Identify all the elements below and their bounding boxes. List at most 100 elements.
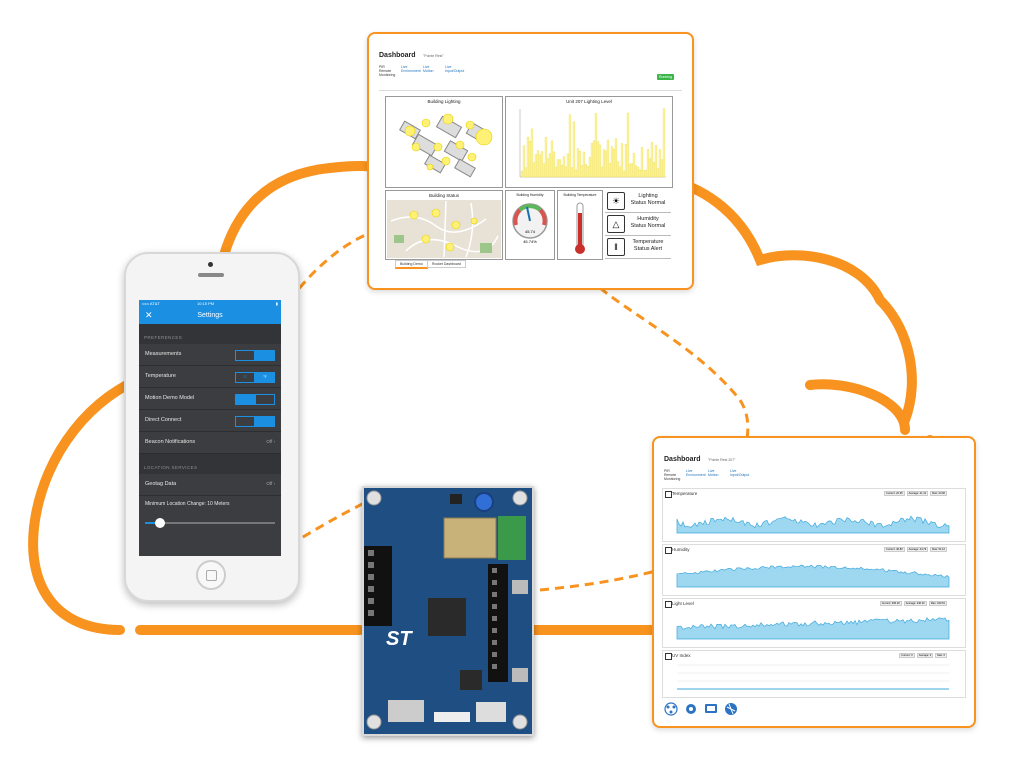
lighting-bar bbox=[544, 137, 548, 178]
device-icon[interactable] bbox=[704, 702, 718, 716]
temperature-panel: Building Temperature bbox=[557, 190, 603, 260]
nav-link[interactable]: PIR Remote Monitoring bbox=[379, 65, 396, 77]
segment-option[interactable] bbox=[235, 394, 255, 405]
nav-link[interactable]: PIR Remote Monitoring bbox=[664, 469, 681, 481]
current-button[interactable]: Current: 266.20 bbox=[879, 601, 902, 606]
chart-title: UV Index bbox=[672, 653, 691, 658]
lighting-bar bbox=[522, 145, 526, 178]
lighting-bar bbox=[654, 145, 658, 178]
lighting-bar bbox=[596, 141, 600, 178]
segment-option[interactable] bbox=[255, 350, 275, 361]
measurements-row: Measurements bbox=[139, 344, 281, 366]
geotag-row[interactable]: Geotag Data Off › bbox=[139, 474, 281, 496]
slider-knob[interactable] bbox=[155, 518, 165, 528]
lighting-bar bbox=[560, 164, 564, 178]
lighting-bar bbox=[554, 166, 558, 178]
direct-connect-row: Direct Connect bbox=[139, 410, 281, 432]
water-drop-icon: △ bbox=[607, 215, 625, 233]
row-label: Minimum Location Change: 10 Meters bbox=[145, 501, 230, 507]
max-button[interactable]: Max: 0 bbox=[935, 653, 947, 658]
lighting-bar bbox=[570, 167, 574, 178]
lighting-bar bbox=[642, 170, 646, 178]
lighting-bar bbox=[528, 140, 532, 178]
lighting-bar bbox=[632, 152, 636, 178]
nav-link[interactable]: Live Input/Output bbox=[445, 65, 465, 73]
average-button[interactable]: Average: 21.41 bbox=[906, 491, 929, 496]
building-floorplan bbox=[399, 113, 493, 178]
chevron-right-icon: › bbox=[273, 481, 276, 486]
panel-title: Building Humidity bbox=[516, 193, 544, 197]
nav-link[interactable]: Live Motion bbox=[423, 65, 434, 73]
max-button[interactable]: Max: 340.51 bbox=[928, 601, 947, 606]
status-label: Lighting bbox=[638, 193, 658, 199]
tab-building-demo[interactable]: Building Demo bbox=[395, 260, 428, 269]
nav-link[interactable]: Live Motion bbox=[708, 469, 719, 477]
current-button[interactable]: Current: 0 bbox=[899, 653, 915, 658]
average-button[interactable]: Average: 240.01 bbox=[903, 601, 927, 606]
segment-option[interactable] bbox=[255, 416, 275, 427]
row-label: Motion Demo Model bbox=[145, 395, 195, 401]
segment-option[interactable] bbox=[255, 394, 275, 405]
average-button[interactable]: Average: 44.79 bbox=[906, 547, 929, 552]
lighting-bar bbox=[616, 161, 620, 178]
st-logo: ST bbox=[386, 628, 412, 650]
row-label: Direct Connect bbox=[145, 417, 182, 423]
lighting-bar bbox=[614, 138, 618, 178]
close-icon[interactable]: ✕ bbox=[145, 310, 153, 320]
segment-option[interactable] bbox=[235, 416, 255, 427]
panel-title: Building Lighting bbox=[427, 99, 461, 104]
lighting-bar bbox=[566, 153, 570, 178]
current-button[interactable]: Current: 22.35 bbox=[884, 491, 905, 496]
building-lighting-panel: Building Lighting bbox=[385, 96, 503, 188]
motion-demo-toggle[interactable] bbox=[235, 394, 275, 405]
section-title: PREFERENCES bbox=[144, 335, 183, 340]
lighting-bar bbox=[590, 143, 594, 178]
lighting-bar bbox=[608, 162, 612, 178]
lighting-bar bbox=[662, 108, 666, 178]
lighting-bar bbox=[636, 166, 640, 178]
lighting-bar bbox=[584, 163, 588, 178]
lighting-bar bbox=[626, 112, 630, 178]
chart-title: Humidity bbox=[672, 547, 690, 552]
nav-link[interactable]: Live Environment bbox=[401, 65, 421, 73]
lighting-bar bbox=[644, 169, 648, 178]
lighting-bar bbox=[620, 143, 624, 178]
segment-option[interactable] bbox=[235, 350, 255, 361]
network-icon[interactable] bbox=[664, 702, 678, 716]
gear-icon[interactable] bbox=[684, 702, 698, 716]
dashboard-nav: PIR Remote Monitoring Live Environment L… bbox=[379, 65, 465, 77]
lighting-bar bbox=[656, 168, 660, 178]
max-button[interactable]: Max: 51.12 bbox=[930, 547, 947, 552]
average-button[interactable]: Average: 0 bbox=[916, 653, 934, 658]
page-title: Dashboard bbox=[664, 456, 701, 463]
home-button[interactable] bbox=[196, 560, 226, 590]
measurements-toggle[interactable] bbox=[235, 350, 275, 361]
tab-rocket-dashboard[interactable]: Rocket Dashboard bbox=[427, 260, 466, 268]
humidity-percent: 45.74% bbox=[523, 239, 537, 244]
panel-title: Building Temperature bbox=[563, 193, 597, 197]
direct-connect-toggle[interactable] bbox=[235, 416, 275, 427]
speaker bbox=[198, 273, 224, 277]
lighting-bar bbox=[604, 150, 608, 178]
nav-link[interactable]: Live Input/Output bbox=[730, 469, 750, 477]
light-level-chart bbox=[676, 617, 950, 640]
current-button[interactable]: Current: 46.83 bbox=[884, 547, 905, 552]
nav-link[interactable]: Live Environment bbox=[686, 469, 706, 477]
row-label: Beacon Notifications bbox=[145, 439, 196, 445]
panel-title: Building Status bbox=[428, 193, 460, 198]
temperature-toggle[interactable]: °C°F bbox=[235, 372, 275, 383]
clock: 10:15 PM bbox=[197, 301, 215, 306]
lighting-level-chart bbox=[519, 108, 666, 178]
max-button[interactable]: Max: 24.66 bbox=[930, 491, 947, 496]
segment-option[interactable]: °C bbox=[235, 372, 255, 383]
lighting-bar bbox=[568, 114, 572, 178]
location-change-slider[interactable] bbox=[145, 518, 275, 528]
lighting-bar bbox=[520, 170, 524, 178]
beacon-notifications-row[interactable]: Beacon Notifications Off › bbox=[139, 432, 281, 454]
globe-icon[interactable] bbox=[724, 702, 738, 716]
segment-option[interactable]: °F bbox=[255, 372, 275, 383]
